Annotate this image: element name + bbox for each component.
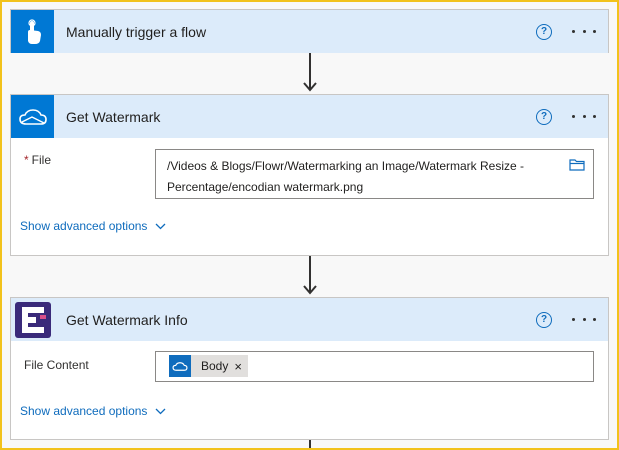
arrow-down-icon	[303, 82, 317, 92]
onedrive-cloud-icon	[169, 355, 191, 377]
more-options-icon[interactable]	[572, 310, 596, 328]
file-content-label: File Content	[24, 358, 89, 372]
encodian-icon	[11, 298, 54, 341]
trigger-header[interactable]: Manually trigger a flow ?	[11, 10, 608, 53]
show-advanced-options-link[interactable]: Show advanced options	[20, 219, 166, 233]
get-watermark-title: Get Watermark	[66, 108, 161, 125]
token-remove-icon[interactable]: ×	[234, 358, 242, 374]
touch-hand-icon	[11, 10, 54, 53]
show-advanced-label: Show advanced options	[20, 404, 148, 418]
chevron-down-icon	[155, 408, 166, 414]
help-icon[interactable]: ?	[536, 24, 552, 40]
chevron-down-icon	[155, 223, 166, 229]
file-field-label: *File	[24, 153, 51, 167]
required-marker: *	[24, 153, 29, 167]
file-path-line-1: /Videos & Blogs/Flowr/Watermarking an Im…	[167, 159, 525, 173]
get-watermark-info-title: Get Watermark Info	[66, 311, 188, 328]
show-advanced-options-link[interactable]: Show advanced options	[20, 404, 166, 418]
get-watermark-info-header[interactable]: Get Watermark Info ?	[11, 298, 608, 341]
token-label: Body	[201, 359, 229, 373]
connector-line	[309, 440, 311, 450]
connector-line	[309, 53, 311, 90]
get-watermark-card[interactable]: Get Watermark ? *File /Videos & Blogs/Fl…	[10, 94, 609, 256]
file-path-value: /Videos & Blogs/Flowr/Watermarking an Im…	[167, 156, 557, 198]
get-watermark-info-card[interactable]: Get Watermark Info ? File Content Body ×…	[10, 297, 609, 440]
help-icon[interactable]: ?	[536, 109, 552, 125]
file-label-text: File	[31, 153, 52, 167]
file-content-input[interactable]: Body ×	[155, 351, 594, 382]
folder-icon[interactable]	[569, 158, 585, 171]
connector-line	[309, 256, 311, 293]
get-watermark-header[interactable]: Get Watermark ?	[11, 95, 608, 138]
more-options-icon[interactable]	[572, 22, 596, 40]
trigger-card[interactable]: Manually trigger a flow ?	[10, 9, 609, 53]
trigger-title: Manually trigger a flow	[66, 23, 207, 40]
onedrive-cloud-icon	[11, 95, 54, 138]
file-path-input[interactable]: /Videos & Blogs/Flowr/Watermarking an Im…	[155, 149, 594, 199]
body-token[interactable]: Body ×	[169, 355, 248, 377]
help-icon[interactable]: ?	[536, 312, 552, 328]
show-advanced-label: Show advanced options	[20, 219, 148, 233]
more-options-icon[interactable]	[572, 107, 596, 125]
file-path-line-2: Percentage/encodian watermark.png	[167, 180, 364, 194]
arrow-down-icon	[303, 285, 317, 295]
